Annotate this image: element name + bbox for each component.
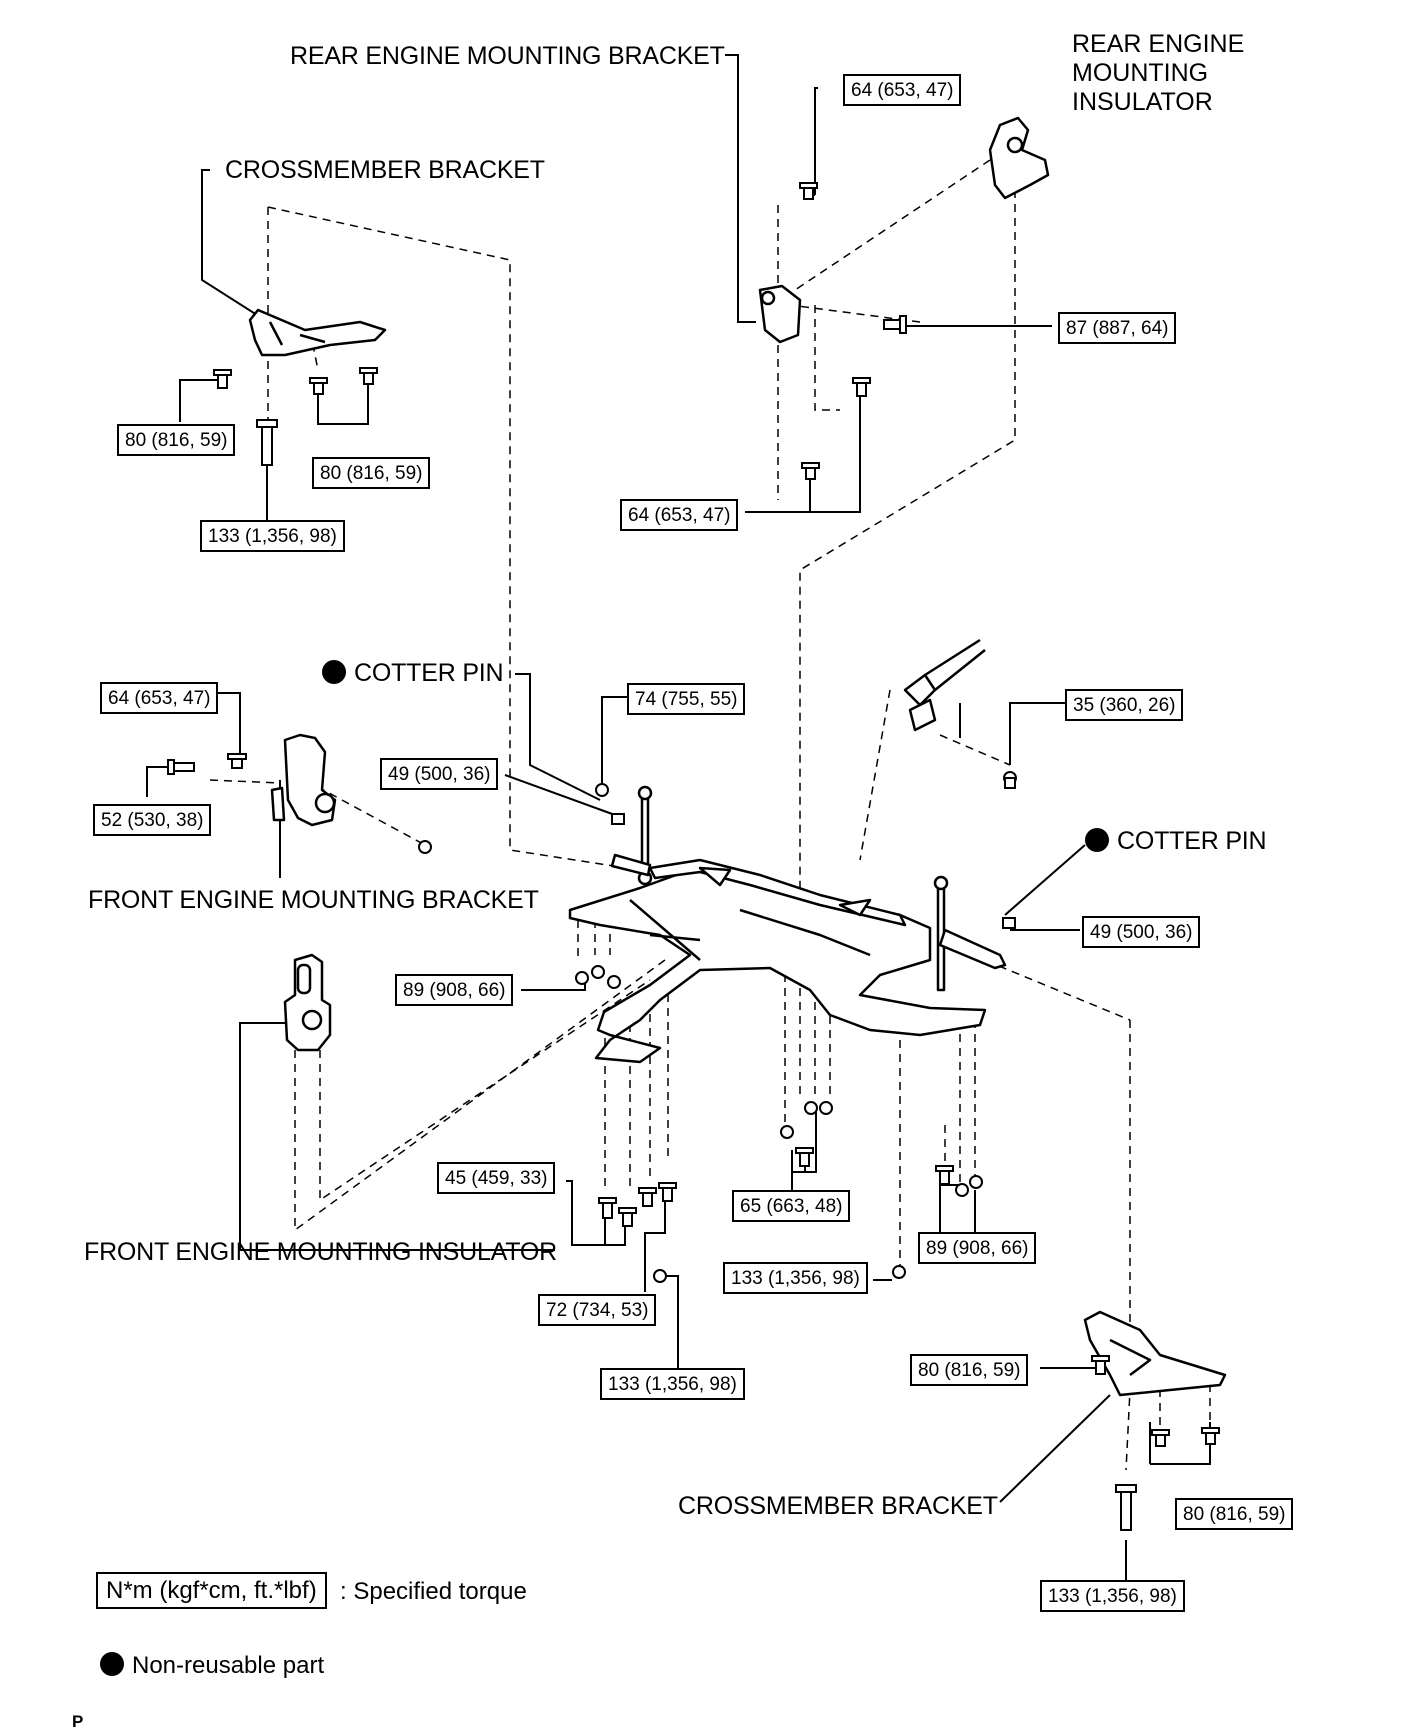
torque-rear-bracket-side: 87 (887, 64)	[1058, 312, 1177, 344]
cotter-pin-left-label: COTTER PIN	[322, 659, 504, 687]
torque-cm-top-bolt: 133 (1,356, 98)	[200, 520, 345, 552]
torque-member-45: 45 (459, 33)	[437, 1162, 556, 1194]
torque-cm-top-left: 80 (816, 59)	[117, 424, 236, 456]
torque-tie-rod-left: 49 (500, 36)	[380, 758, 499, 790]
cotter-pin-left-text: COTTER PIN	[354, 659, 504, 687]
crossmember-bracket-top-label: CROSSMEMBER BRACKET	[225, 156, 545, 184]
torque-stab-link: 74 (755, 55)	[627, 683, 746, 715]
torque-rear-bracket-bottom: 64 (653, 47)	[620, 499, 739, 531]
torque-cm-bottom-left: 80 (816, 59)	[910, 1354, 1029, 1386]
front-engine-mounting-bracket-label: FRONT ENGINE MOUNTING BRACKET	[88, 886, 539, 914]
legend-unit-box: N*m (kgf*cm, ft.*lbf)	[96, 1572, 327, 1610]
torque-cm-bottom-right: 80 (816, 59)	[1175, 1498, 1294, 1530]
rear-engine-mounting-insulator-label: REAR ENGINE MOUNTING INSULATOR	[1072, 30, 1244, 117]
torque-front-bracket-top: 64 (653, 47)	[100, 682, 219, 714]
torque-cm-top-right: 80 (816, 59)	[312, 457, 431, 489]
rear-engine-mounting-bracket-label: REAR ENGINE MOUNTING BRACKET	[290, 42, 725, 70]
torque-crossmember-left: 89 (908, 66)	[395, 974, 514, 1006]
legend-unit-text: : Specified torque	[340, 1578, 527, 1605]
non-reusable-dot-icon	[1085, 828, 1109, 852]
corner-mark: P	[72, 1712, 84, 1731]
non-reusable-dot-icon	[100, 1652, 124, 1676]
rear-engine-mounting-insulator-line-3: INSULATOR	[1072, 88, 1213, 116]
torque-tie-rod-right: 49 (500, 36)	[1082, 916, 1201, 948]
crossmember-bracket-bottom-label: CROSSMEMBER BRACKET	[678, 1492, 998, 1520]
torque-member-133-bottom: 133 (1,356, 98)	[600, 1368, 745, 1400]
torque-steering-joint: 35 (360, 26)	[1065, 689, 1184, 721]
cotter-pin-right-text: COTTER PIN	[1117, 827, 1267, 855]
legend-nonreusable-text: Non-reusable part	[132, 1652, 325, 1679]
torque-member-65: 65 (663, 48)	[732, 1190, 851, 1222]
rear-engine-mounting-insulator-line-2: MOUNTING	[1072, 59, 1209, 87]
torque-front-bracket-bolt: 52 (530, 38)	[93, 804, 212, 836]
legend-nonreusable: Non-reusable part	[100, 1652, 324, 1680]
rear-engine-mounting-insulator-line-1: REAR ENGINE	[1072, 30, 1245, 58]
front-engine-mounting-insulator-label: FRONT ENGINE MOUNTING INSULATOR	[84, 1238, 557, 1266]
non-reusable-dot-icon	[322, 660, 346, 684]
cotter-pin-right-label: COTTER PIN	[1085, 827, 1267, 855]
torque-member-133-center: 133 (1,356, 98)	[723, 1262, 868, 1294]
torque-member-72: 72 (734, 53)	[538, 1294, 657, 1326]
torque-rear-bracket-top: 64 (653, 47)	[843, 74, 962, 106]
torque-member-89-right: 89 (908, 66)	[918, 1232, 1037, 1264]
torque-cm-bottom-bolt: 133 (1,356, 98)	[1040, 1580, 1185, 1612]
